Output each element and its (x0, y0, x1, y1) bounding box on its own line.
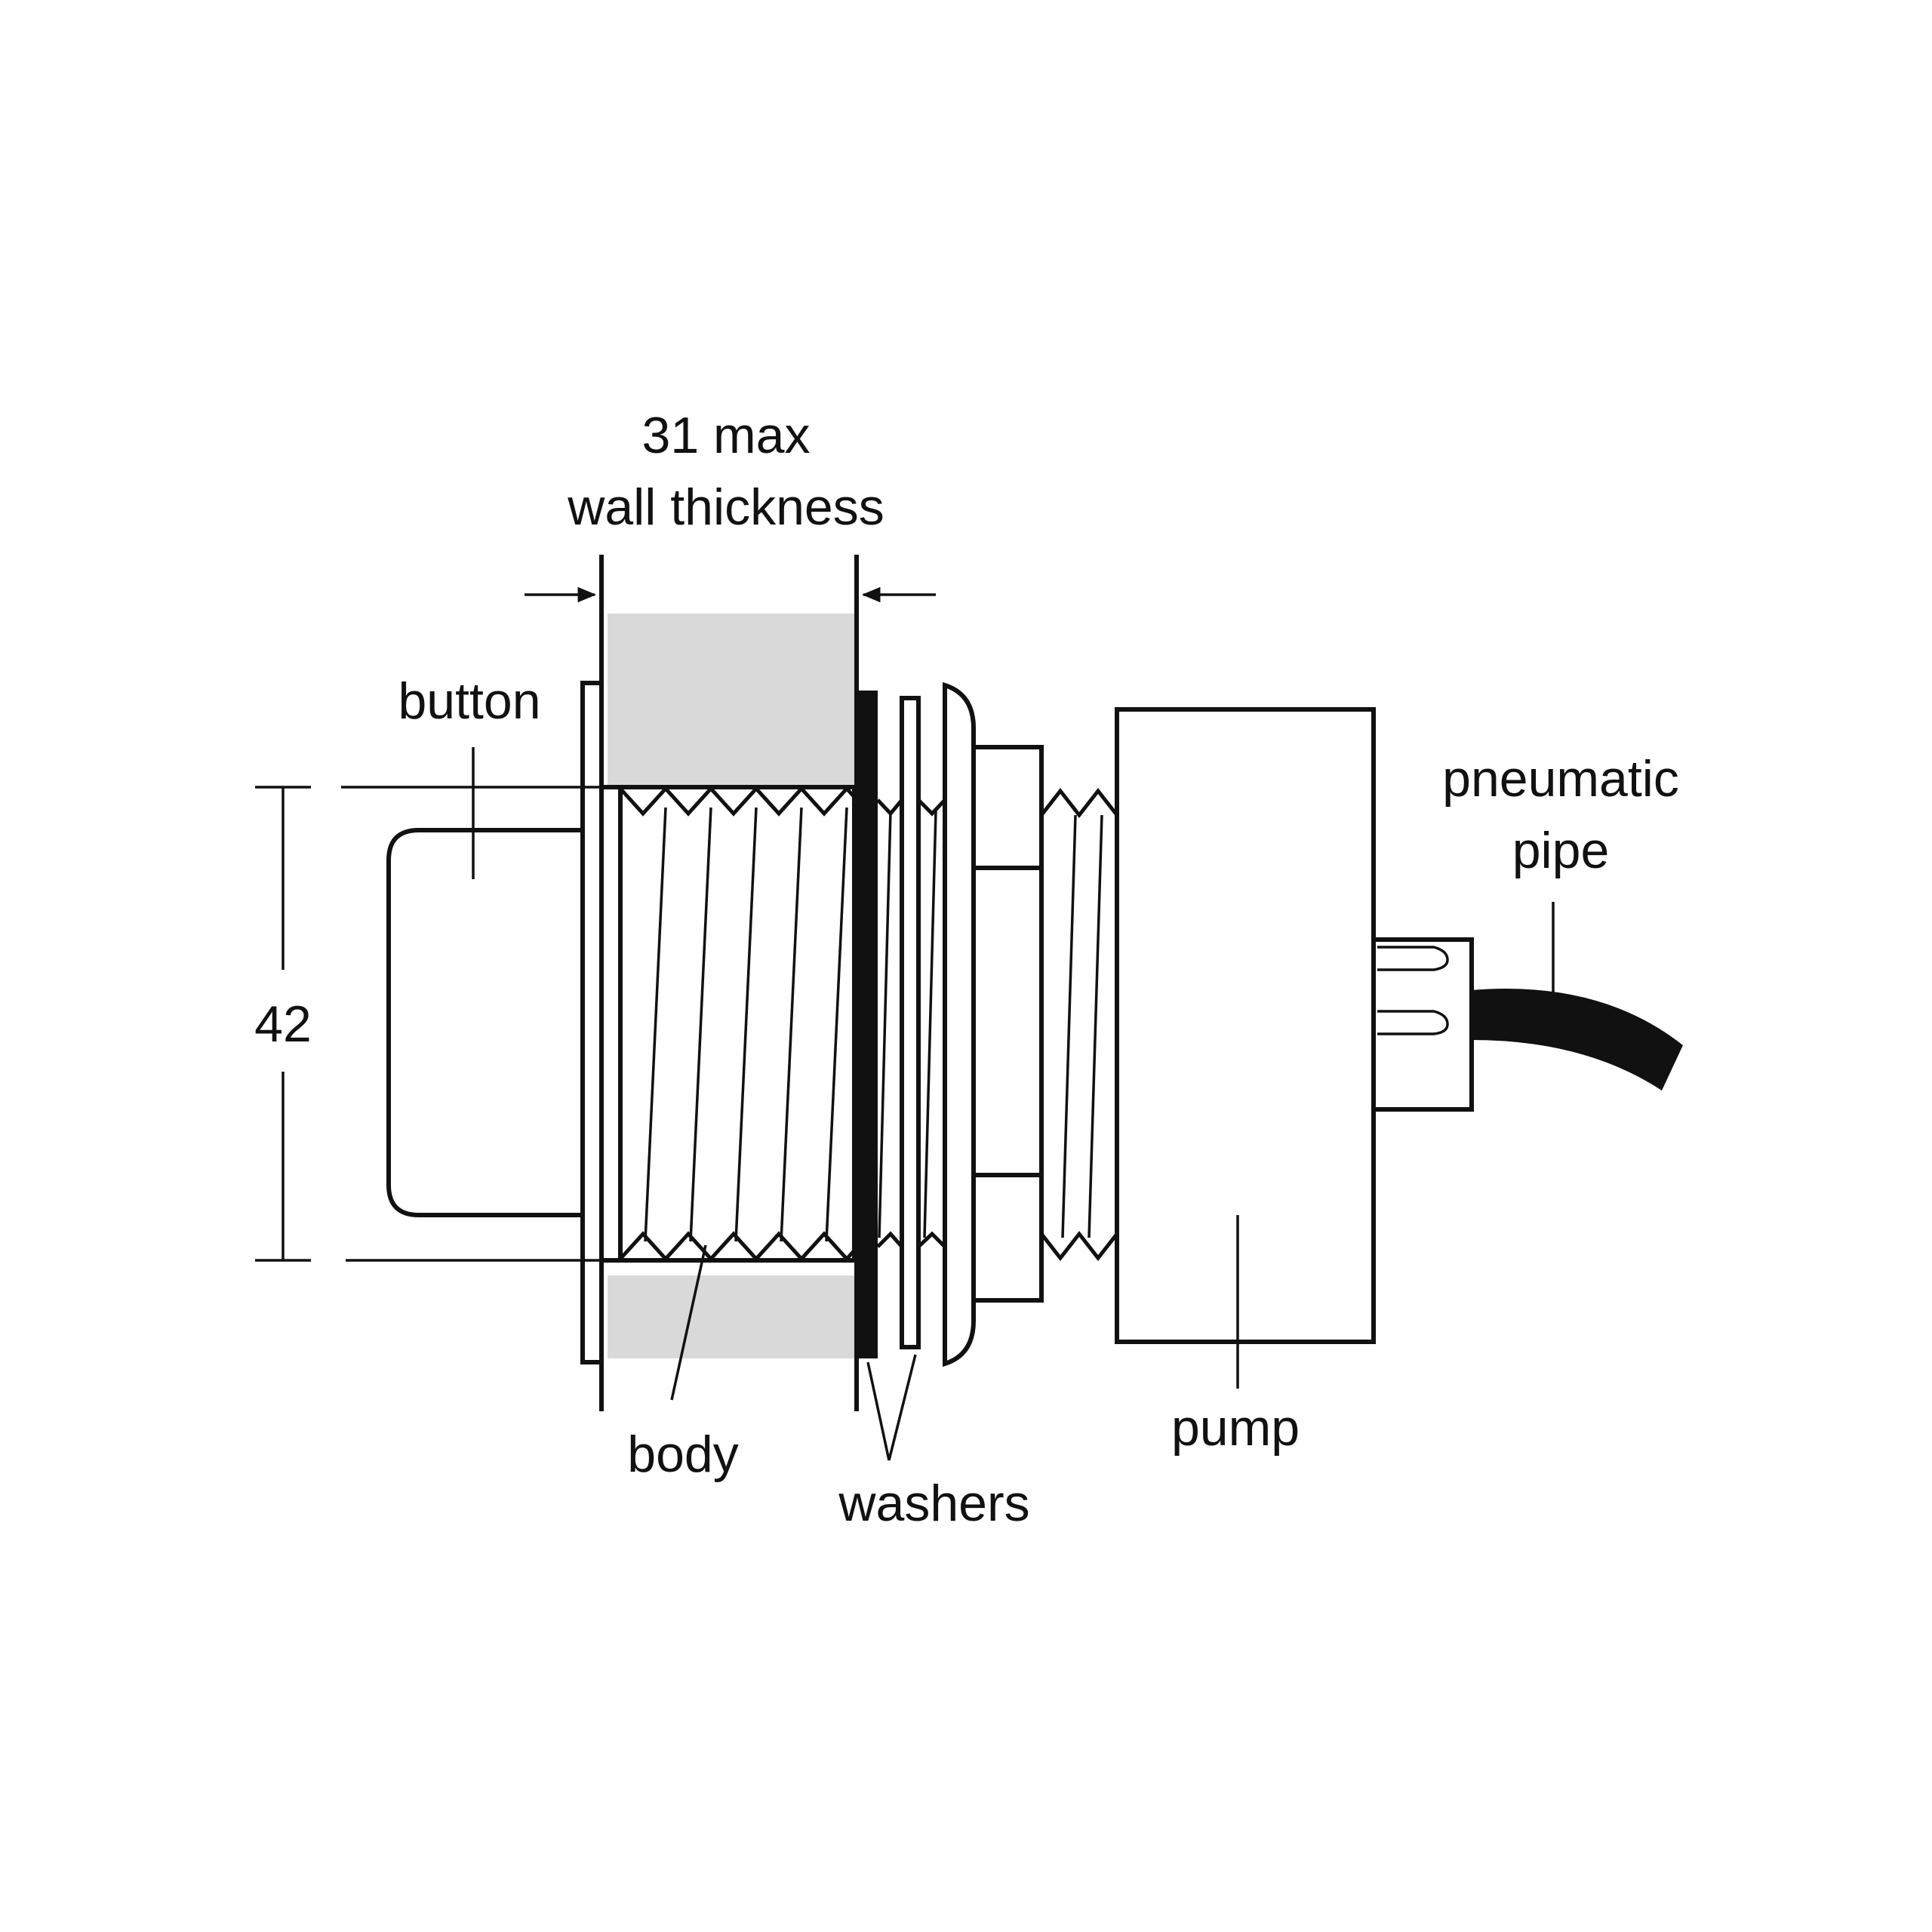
black-washer (857, 691, 878, 1358)
button-label: button (398, 672, 540, 730)
domed-washer (943, 681, 976, 1367)
connector-lower-pin (1377, 1010, 1449, 1035)
body-thread-helix-lines (644, 807, 848, 1242)
pump-connector (1371, 937, 1474, 1112)
body-label: body (627, 1426, 738, 1483)
leader-lines (472, 747, 1555, 1461)
height-dimension: 42 (254, 786, 604, 1262)
pump-body (1115, 707, 1376, 1344)
washers-leader-line-right (888, 1354, 917, 1461)
body-collar (599, 785, 623, 1263)
wall (608, 614, 854, 1358)
neck-thread-line (1088, 814, 1103, 1238)
body-leader-line (670, 1244, 707, 1401)
wall-upper-section (608, 614, 854, 785)
body-part (599, 785, 857, 1263)
flat-washer (900, 696, 921, 1349)
pump-part (1115, 707, 1683, 1344)
washer-thread-line (923, 811, 937, 1238)
neck-thread-line (1061, 814, 1077, 1238)
wall-thickness-value-label: 31 max (642, 407, 811, 464)
wall-lower-section (608, 1275, 854, 1358)
washer-thread-line (878, 811, 892, 1238)
button-shape (386, 828, 585, 1217)
wall-thickness-text-label: wall thickness (567, 478, 884, 536)
pipe-label: pipe (1512, 822, 1610, 879)
washers-leader-line-left (866, 1361, 891, 1461)
pneumatic-label: pneumatic (1442, 750, 1679, 808)
neck-lower-thread (1040, 1230, 1118, 1262)
nut-outline (971, 745, 1044, 1303)
connector-upper-pin (1377, 946, 1449, 971)
body-threaded-section (618, 785, 857, 1263)
washers-label: washers (838, 1475, 1029, 1532)
pump-neck (1040, 787, 1118, 1262)
pump-label: pump (1171, 1399, 1300, 1457)
height-value-label: 42 (254, 995, 312, 1053)
neck-upper-thread (1040, 787, 1118, 819)
body-lower-thread (619, 1231, 856, 1262)
washers-part (857, 681, 976, 1367)
body-upper-thread (619, 786, 856, 817)
pneumatic-pipe (1472, 989, 1683, 1091)
nut-part (971, 745, 1044, 1303)
part-labels: button body washers pump pneumatic pipe (398, 672, 1678, 1532)
